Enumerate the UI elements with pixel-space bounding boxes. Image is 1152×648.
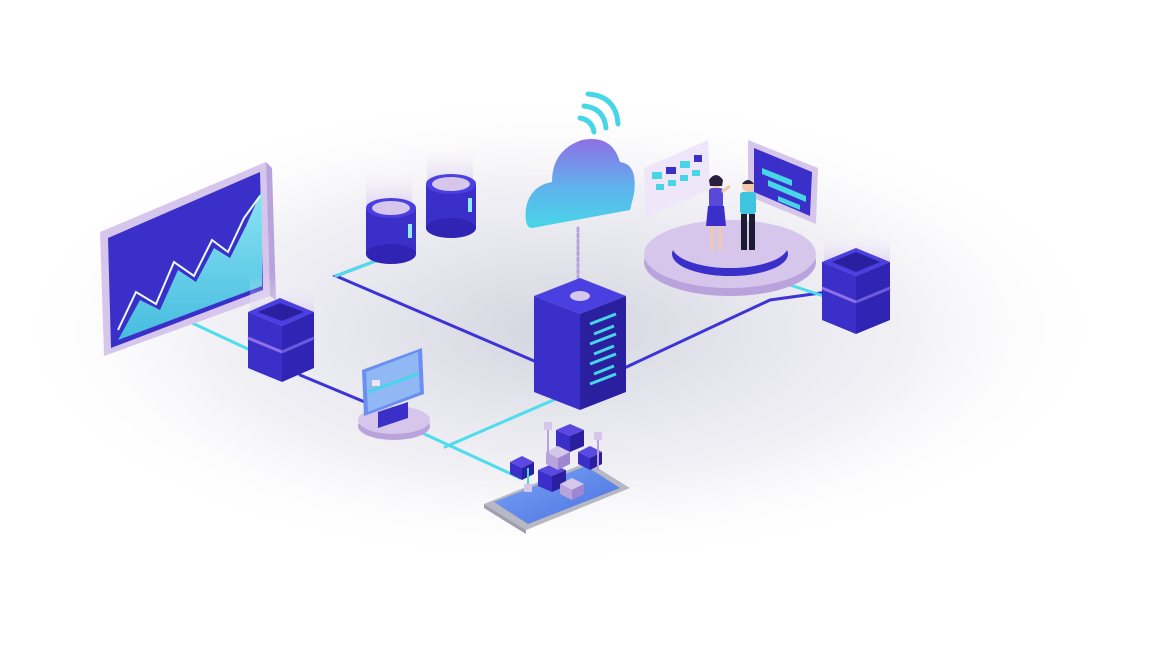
storage-box-right-side-l — [822, 262, 856, 334]
cloud-shape — [525, 138, 635, 228]
card-stripe — [367, 372, 419, 394]
card-chip — [372, 380, 380, 386]
phone-screen — [494, 466, 620, 524]
storage-box-right-icon — [821, 228, 891, 334]
storage-box-left-divider — [247, 336, 283, 354]
board-left — [644, 140, 710, 216]
server-lights — [589, 312, 617, 386]
presentation-stage-icon — [644, 140, 818, 296]
wifi-arc-inner — [577, 115, 597, 135]
storage-box-left-side-l — [248, 312, 282, 382]
credit-card-terminal-icon — [358, 348, 430, 440]
analytics-monitor-icon — [100, 162, 276, 356]
link-monitor-to-box — [188, 320, 252, 352]
db2-light — [468, 198, 472, 212]
storage-box-left-top-inner — [258, 303, 304, 321]
wifi-arc-outer — [585, 91, 621, 127]
monitor-chart-area — [118, 190, 262, 340]
link-card-to-phone — [403, 423, 522, 480]
board-right-bars — [762, 168, 806, 210]
db2-bottom — [426, 218, 476, 238]
link-box-to-card — [298, 373, 374, 407]
storage-box-right-side-r — [856, 262, 890, 334]
storage-box-right-top-inner — [832, 252, 880, 272]
mobile-blockchain-icon — [484, 422, 630, 534]
db1-light — [408, 224, 412, 238]
link-server-to-phone — [443, 396, 560, 449]
wifi-arc-middle — [581, 103, 609, 131]
storage-box-left-icon — [247, 276, 315, 382]
server-side-left — [534, 296, 580, 410]
storage-box-left-divider-r — [281, 336, 315, 354]
monitor-edge — [266, 162, 276, 300]
db2-top-inner — [432, 177, 470, 191]
server-side-right — [580, 296, 626, 410]
storage-box-right-divider — [821, 286, 857, 304]
terminal-slot — [378, 402, 408, 428]
board-left-notes — [652, 155, 702, 190]
person-man-figure — [740, 180, 756, 250]
server-tower-icon — [534, 278, 626, 410]
storage-box-right-divider-r — [855, 286, 891, 304]
person-woman-figure — [706, 175, 731, 250]
storage-box-left-side-r — [282, 312, 314, 382]
blockchain-cubes — [510, 422, 602, 500]
db1-bottom — [366, 244, 416, 264]
server-top-port — [570, 291, 590, 301]
link-db-cyan — [334, 258, 380, 278]
connection-lines — [188, 226, 844, 480]
monitor-chart-line — [117, 195, 261, 331]
db1-top-inner — [372, 201, 410, 215]
database-cylinder-icon — [366, 140, 476, 264]
phone-edge — [484, 504, 526, 534]
cloud-wifi-icon — [525, 91, 635, 228]
stage-platform-top — [672, 224, 788, 268]
